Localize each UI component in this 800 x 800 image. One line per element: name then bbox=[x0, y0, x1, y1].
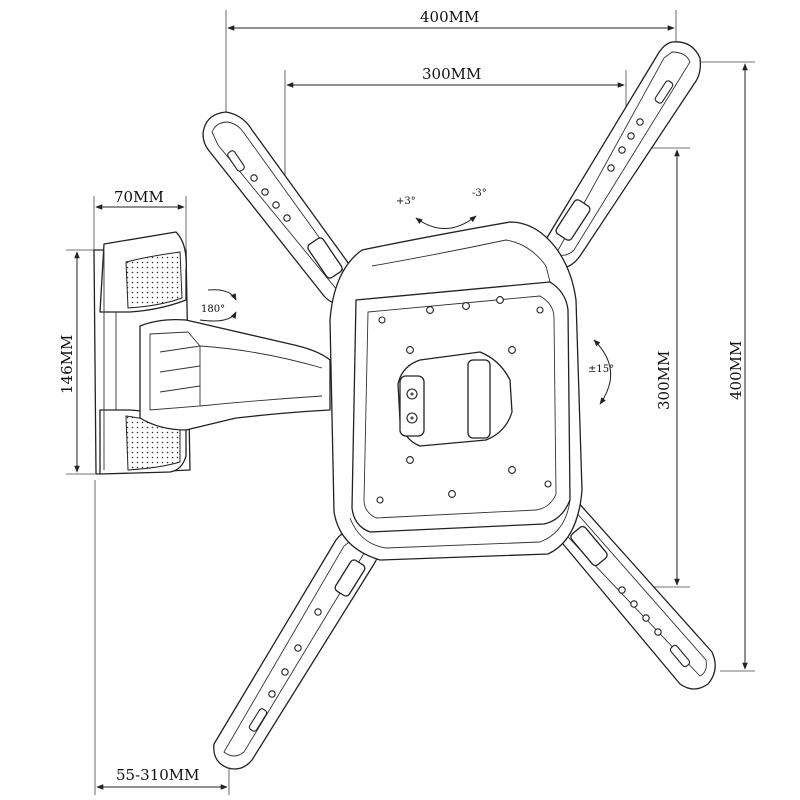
tilt-down-label: -3° bbox=[472, 188, 487, 199]
dim-top-inner: 300MM bbox=[422, 65, 481, 83]
rotate-label: ±15° bbox=[588, 364, 614, 375]
rotate-indicator: ±15° bbox=[588, 339, 614, 405]
articulating-arm bbox=[139, 318, 331, 431]
dim-wall-width: 70MM bbox=[114, 188, 164, 206]
swivel-label: 180° bbox=[201, 304, 225, 315]
tilt-up-label: +3° bbox=[396, 196, 416, 207]
swivel-indicator: 180° bbox=[199, 289, 237, 322]
arm-bottom-left bbox=[213, 528, 380, 770]
arm-top-right bbox=[541, 41, 702, 269]
dim-top-outer: 400MM bbox=[420, 8, 479, 26]
arm-top-left bbox=[202, 111, 364, 306]
tilt-indicator: +3° -3° bbox=[396, 188, 487, 229]
center-plate bbox=[329, 221, 583, 561]
dim-right-outer: 400MM bbox=[727, 341, 745, 400]
dimension-lines bbox=[66, 10, 755, 795]
dim-right-inner: 300MM bbox=[655, 351, 673, 410]
dim-extension: 55-310MM bbox=[116, 766, 200, 784]
dim-wall-height: 146MM bbox=[58, 335, 76, 394]
